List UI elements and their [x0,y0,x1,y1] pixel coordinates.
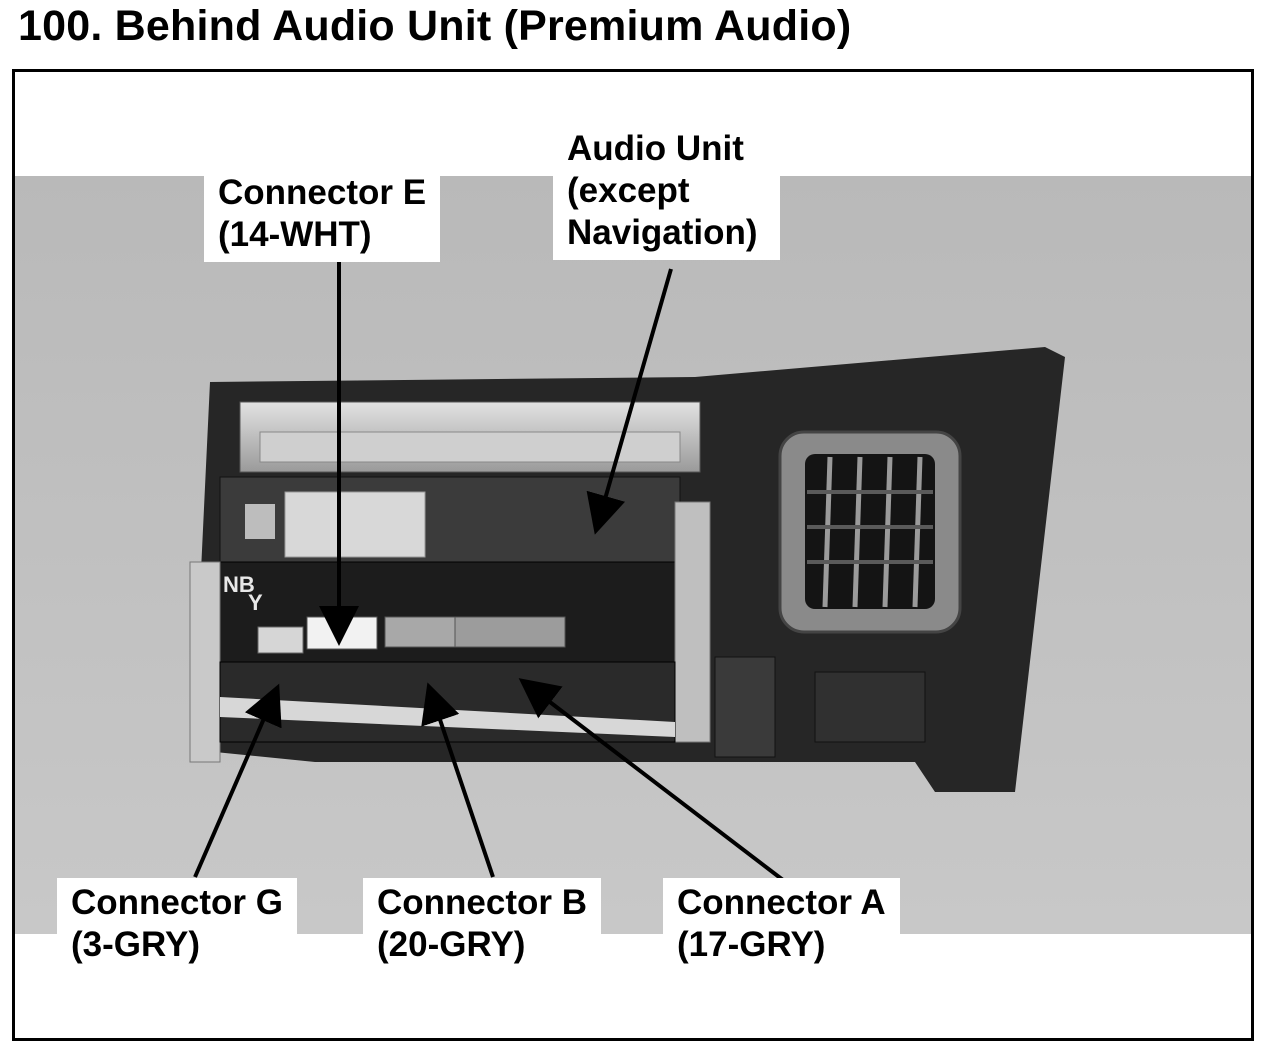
audio-unit-photo: NB Y [15,176,1251,934]
callout-audio-unit-line1: Audio Unit [567,129,744,168]
callout-audio-unit-line3: Navigation) [567,213,758,252]
connector-g-arrow [193,683,282,878]
connector-g-socket [257,626,304,654]
callout-arrows [193,259,785,882]
callout-connector-e: Connector E (14-WHT) [204,168,441,262]
connector-a-socket [454,616,566,648]
unit-label-sticker [284,491,426,558]
callout-connector-b-line1: Connector B [377,883,587,922]
callout-connector-e-line2: (14-WHT) [218,215,372,254]
callout-connector-e-line1: Connector E [218,173,427,212]
callout-connector-g: Connector G (3-GRY) [57,878,297,972]
connector-b-socket [384,616,456,648]
callout-connector-a-line1: Connector A [677,883,886,922]
callout-connector-a-line2: (17-GRY) [677,925,826,964]
callout-connector-b: Connector B (20-GRY) [363,878,601,972]
connector-a-arrow [518,678,785,882]
page-title: 100. Behind Audio Unit (Premium Audio) [18,2,852,50]
callout-connector-b-line2: (20-GRY) [377,925,526,964]
callout-audio-unit-line2: (except [567,171,690,210]
callout-connector-g-line1: Connector G [71,883,283,922]
photo-frame: NB Y [12,69,1254,1041]
callout-connector-a: Connector A (17-GRY) [663,878,900,972]
audio-unit-arrow [586,268,673,535]
callout-connector-g-line2: (3-GRY) [71,925,200,964]
connector-b-arrow [421,682,495,878]
callout-audio-unit: Audio Unit (except Navigation) [553,124,780,260]
nby-marking: NB [223,572,255,597]
nby-marking-y: Y [248,590,263,615]
